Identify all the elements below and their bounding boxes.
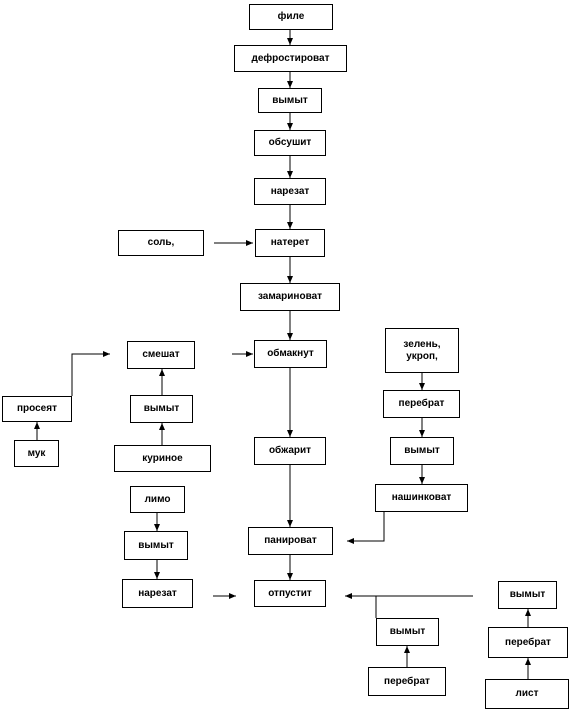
node-wash-bottom: вымыт bbox=[376, 618, 439, 646]
node-serve: отпустит bbox=[254, 580, 326, 607]
node-defrost: дефростироват bbox=[234, 45, 347, 72]
node-wash-egg: вымыт bbox=[130, 395, 193, 423]
edge-chop-bread bbox=[347, 512, 385, 544]
node-greens: зелень, укроп, bbox=[385, 328, 459, 373]
node-bread: панироват bbox=[248, 527, 333, 555]
node-wash-greens: вымыт bbox=[390, 437, 454, 465]
node-chop: нашинковат bbox=[375, 484, 468, 512]
edge-wash-serve bbox=[375, 595, 473, 618]
node-sift: просеят bbox=[2, 396, 72, 422]
edge-sift-mix bbox=[71, 351, 110, 396]
node-dry: обсушит bbox=[254, 130, 326, 156]
node-fry: обжарит bbox=[254, 437, 326, 465]
node-file: филе bbox=[249, 4, 333, 30]
node-sort-greens: перебрат bbox=[383, 390, 460, 418]
node-dip: обмакнут bbox=[254, 340, 327, 368]
node-flour: мук bbox=[14, 440, 59, 467]
node-salt: соль, bbox=[118, 230, 204, 256]
node-cut-lemon: нарезат bbox=[122, 579, 193, 608]
node-egg: куриное bbox=[114, 445, 211, 472]
node-marinate: замариноват bbox=[240, 283, 340, 311]
node-lemon: лимо bbox=[130, 486, 185, 513]
node-sort-bottom: перебрат bbox=[368, 667, 446, 696]
node-rub: натерет bbox=[255, 229, 325, 257]
node-sort-leaf: перебрат bbox=[488, 627, 568, 658]
node-wash-leaf-top: вымыт bbox=[498, 581, 557, 609]
node-cut: нарезат bbox=[254, 178, 326, 205]
node-mix: смешат bbox=[127, 341, 195, 369]
node-wash: вымыт bbox=[258, 88, 322, 113]
node-wash-lemon: вымыт bbox=[124, 531, 188, 560]
node-leaf: лист bbox=[485, 679, 569, 709]
